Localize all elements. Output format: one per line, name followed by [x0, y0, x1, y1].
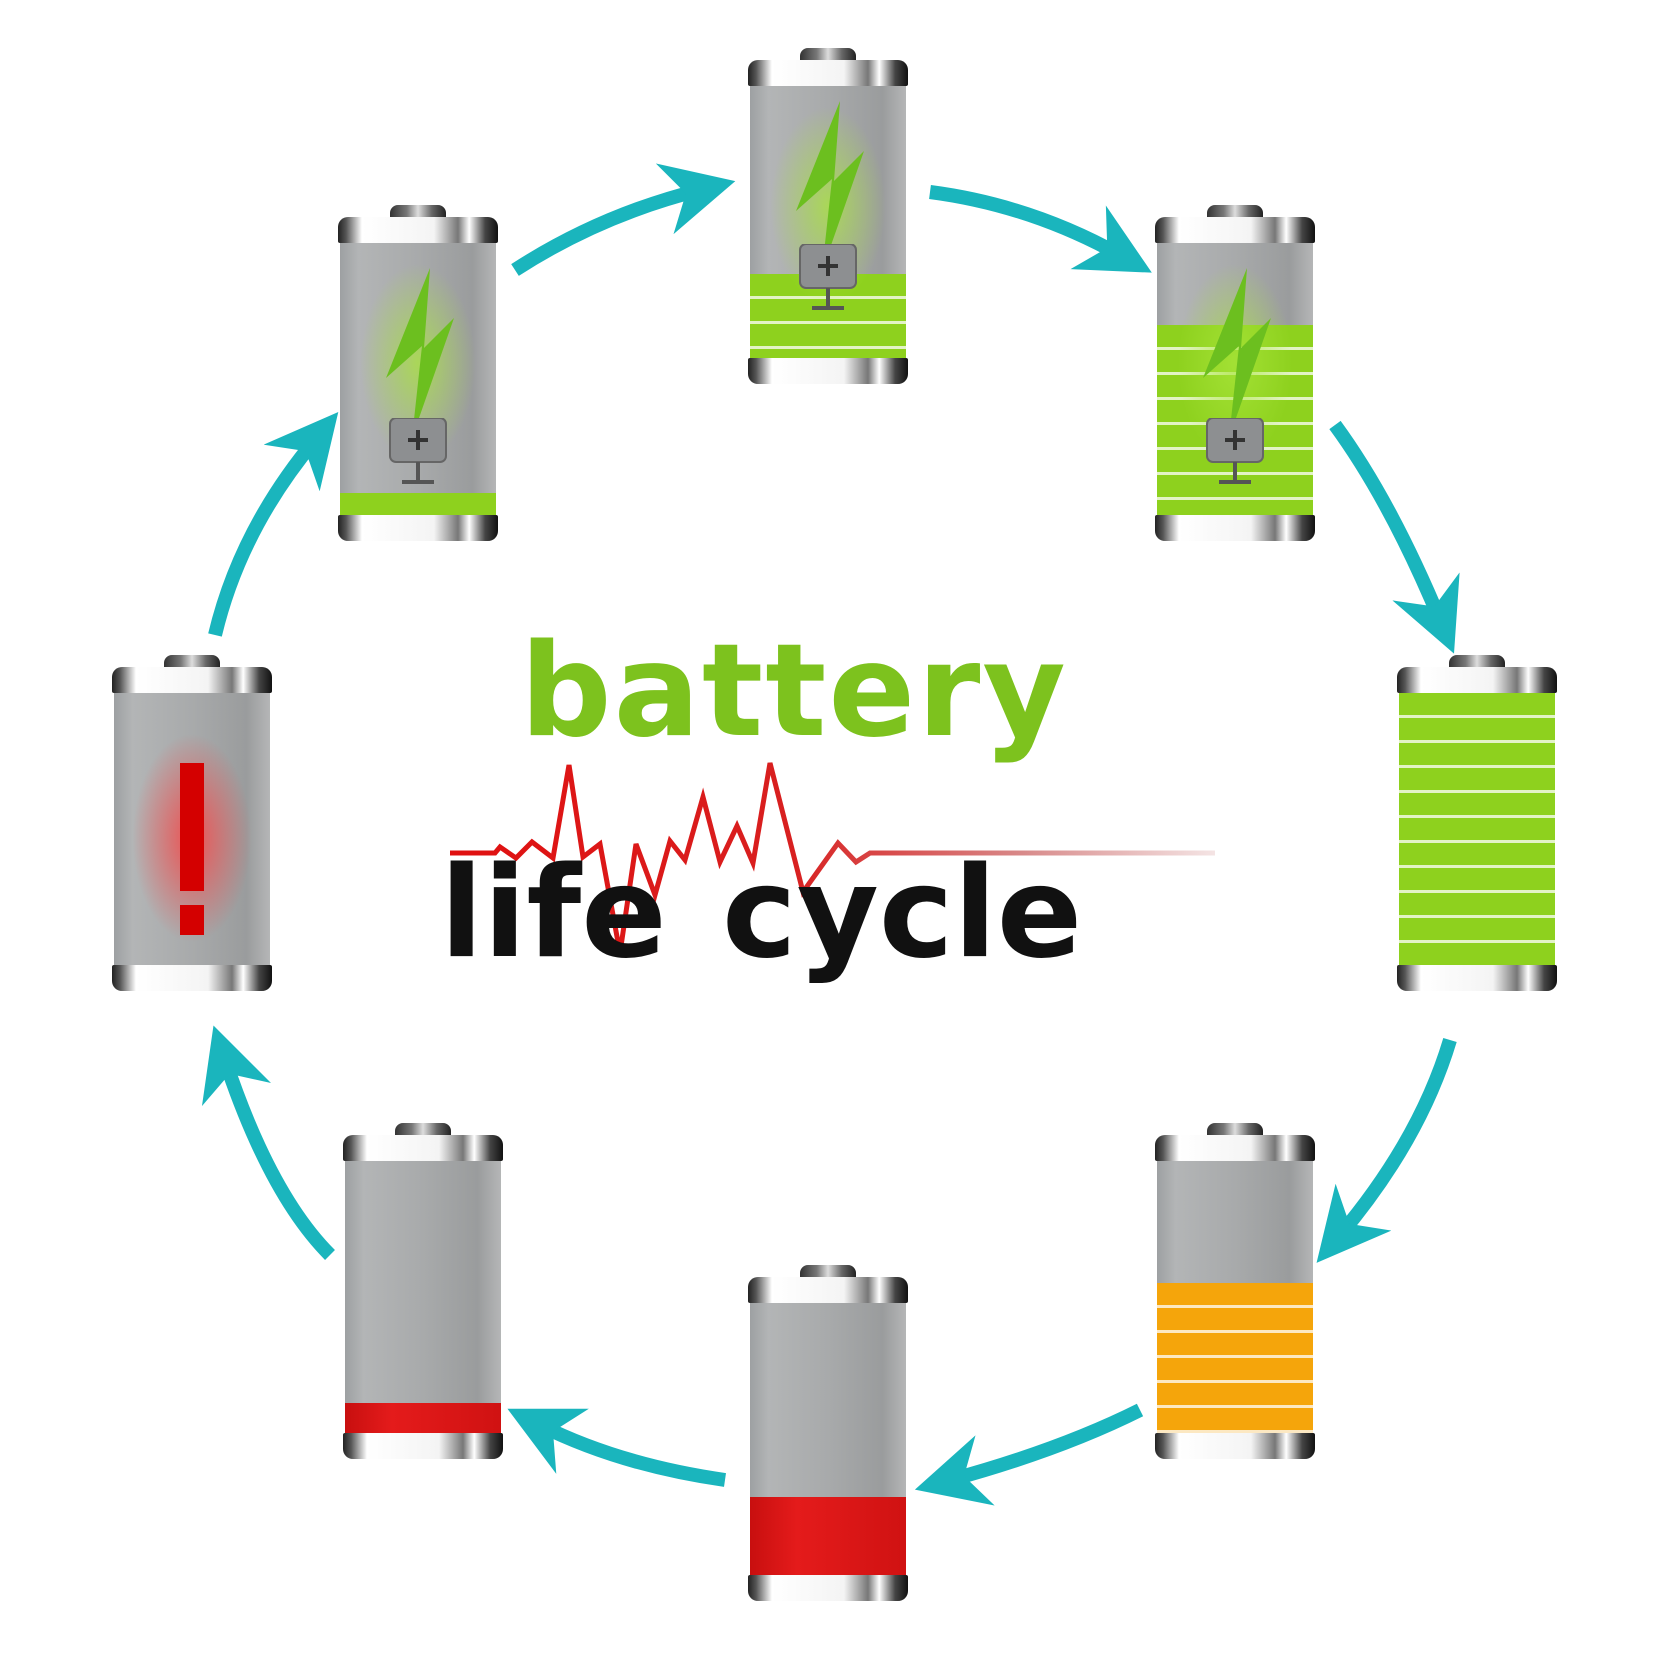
exclamation-icon [180, 763, 204, 891]
title-battery: battery [520, 617, 1068, 766]
battery-body [750, 86, 906, 358]
arrow-8 [208, 412, 339, 637]
battery-body [114, 693, 270, 965]
charge-level [345, 1403, 501, 1433]
battery-stage-2 [748, 48, 908, 398]
plug-icon [389, 418, 447, 484]
battery-stage-4 [1397, 655, 1557, 1005]
arrow-7 [201, 1025, 335, 1260]
arrow-4 [1316, 1037, 1457, 1263]
battery-body [750, 1303, 906, 1575]
title-life: life [440, 839, 667, 986]
plug-icon [1206, 418, 1264, 484]
battery-stage-1 [338, 205, 498, 555]
battery-body [345, 1161, 501, 1433]
exclamation-dot [180, 905, 204, 935]
battery-stage-5 [1155, 1123, 1315, 1473]
lightning-bolt-icon [386, 268, 454, 438]
battery-stage-7 [343, 1123, 503, 1473]
arrow-1 [511, 163, 736, 276]
arrow-5 [914, 1403, 1144, 1506]
battery-stage-8 [112, 655, 272, 1005]
title-cycle: cycle [722, 839, 1083, 986]
arrow-2 [929, 185, 1152, 273]
lightning-bolt-icon [796, 101, 864, 271]
battery-stage-6 [748, 1265, 908, 1615]
plug-icon [799, 244, 857, 310]
charge-level [340, 493, 496, 515]
battery-bottom-ring [338, 515, 498, 541]
charge-level [1157, 1283, 1313, 1433]
arrow-3 [1329, 420, 1460, 654]
battery-body [340, 243, 496, 515]
arrow-6 [507, 1408, 726, 1487]
charge-level [750, 1497, 906, 1575]
battery-top-ring [338, 217, 498, 243]
battery-body [1157, 1161, 1313, 1433]
lightning-bolt-icon [1203, 268, 1271, 438]
battery-stage-3 [1155, 205, 1315, 555]
battery-body [1399, 693, 1555, 965]
charge-level [1399, 693, 1555, 965]
battery-body [1157, 243, 1313, 515]
